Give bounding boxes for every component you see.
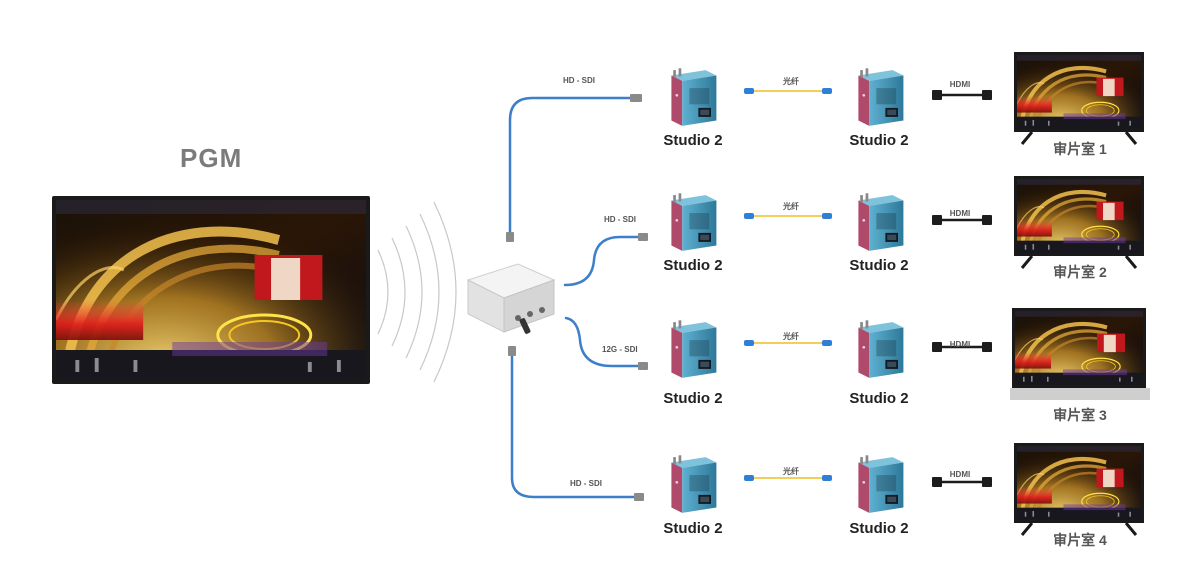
- studio-device-b-label: Studio 2: [849, 132, 909, 149]
- hdmi-connector-left: [932, 215, 942, 225]
- review-room-label: 审片室 4: [1053, 532, 1107, 548]
- sdi-connectors: [506, 94, 648, 501]
- sdi-label-4: HD - SDI: [570, 479, 602, 488]
- studio-device-b-label: Studio 2: [849, 257, 909, 274]
- pgm-monitor: [52, 196, 370, 384]
- review-monitor: [1014, 443, 1144, 535]
- wireless-transmitter-device: [467, 263, 555, 336]
- sdi-cable-4: [510, 348, 636, 499]
- studio-device-a-label: Studio 2: [663, 390, 723, 407]
- hdmi-connector-right: [982, 215, 992, 225]
- fiber-connector-left: [744, 475, 754, 481]
- review-monitor-screen: [1015, 311, 1143, 385]
- studio-device-b: [858, 68, 904, 126]
- fiber-label: 光纤: [783, 202, 799, 211]
- studio-device-a: [671, 320, 717, 378]
- hdmi-connector-right: [982, 477, 992, 487]
- studio-device-a-label: Studio 2: [663, 520, 723, 537]
- fiber-label: 光纤: [783, 467, 799, 476]
- fiber-label: 光纤: [783, 77, 799, 86]
- review-monitor: [1014, 52, 1144, 144]
- fiber-connector-left: [744, 213, 754, 219]
- fiber-connector-right: [822, 475, 832, 481]
- fiber-connector-right: [822, 213, 832, 219]
- pgm-screen-image: [56, 200, 366, 380]
- hdmi-label: HDMI: [949, 80, 971, 89]
- studio-device-b: [858, 193, 904, 251]
- hdmi-connector-right: [982, 90, 992, 100]
- hdmi-label: HDMI: [949, 209, 971, 218]
- sdi-label-2: HD - SDI: [604, 215, 636, 224]
- hdmi-connector-left: [932, 90, 942, 100]
- sdi-cable-3: [564, 316, 640, 368]
- hdmi-label: HDMI: [949, 340, 971, 349]
- hdmi-connector-right: [982, 342, 992, 352]
- fiber-connector-left: [744, 340, 754, 346]
- sdi-cable-2: [563, 235, 640, 287]
- studio-device-a: [671, 455, 717, 513]
- sdi-label-3: 12G - SDI: [602, 345, 638, 354]
- pgm-title: PGM: [180, 143, 243, 173]
- wireless-signal-icon: [377, 201, 457, 383]
- monitor-stand: [1010, 388, 1150, 400]
- studio-device-b-label: Studio 2: [849, 520, 909, 537]
- studio-device-b-label: Studio 2: [849, 390, 909, 407]
- hdmi-connector-left: [932, 342, 942, 352]
- fiber-connector-right: [822, 340, 832, 346]
- review-room-label: 审片室 1: [1053, 141, 1107, 157]
- studio-device-a-label: Studio 2: [663, 132, 723, 149]
- review-monitor: [1014, 176, 1144, 268]
- studio-device-b: [858, 455, 904, 513]
- hdmi-connector-left: [932, 477, 942, 487]
- studio-device-a-label: Studio 2: [663, 257, 723, 274]
- fiber-label: 光纤: [783, 332, 799, 341]
- review-room-label: 审片室 3: [1053, 407, 1107, 423]
- fiber-connector-right: [822, 88, 832, 94]
- review-room-label: 审片室 2: [1053, 264, 1107, 280]
- studio-device-b: [858, 320, 904, 378]
- studio-device-a: [671, 193, 717, 251]
- sdi-label-1: HD - SDI: [563, 76, 595, 85]
- fiber-connector-left: [744, 88, 754, 94]
- studio-device-a: [671, 68, 717, 126]
- sdi-cables: [508, 96, 640, 499]
- hdmi-label: HDMI: [949, 470, 971, 479]
- sdi-cable-1: [508, 96, 632, 240]
